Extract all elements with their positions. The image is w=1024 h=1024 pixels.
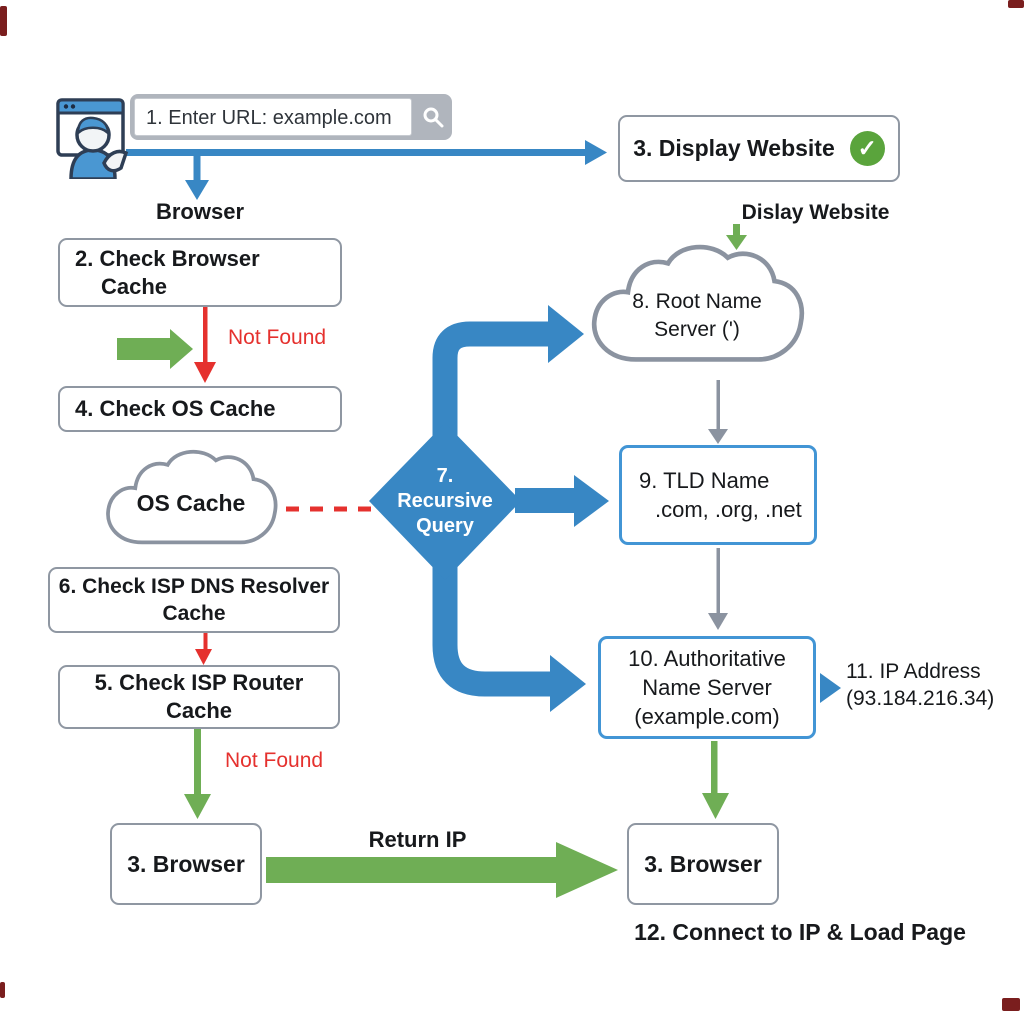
root-cloud-line1: 8. Root Name bbox=[632, 290, 762, 313]
diamond-line3: Query bbox=[416, 515, 474, 537]
tld-line2: .com, .org, .net bbox=[655, 497, 802, 522]
check-isp-router-line2: Cache bbox=[165, 698, 233, 723]
check-isp-dns-box: 6. Check ISP DNS Resolver Cache bbox=[48, 567, 340, 633]
arrow-authoritative-to-browser bbox=[702, 741, 729, 819]
corner-artifact bbox=[1002, 998, 1020, 1011]
authoritative-line1: 10. Authoritative bbox=[628, 646, 786, 671]
check-isp-router-line1: 5. Check ISP Router bbox=[94, 670, 304, 695]
browser-box-right-label: 3. Browser bbox=[644, 850, 762, 877]
pipe-query-to-authoritative bbox=[432, 566, 586, 712]
check-browser-cache-line2: Cache bbox=[101, 273, 168, 299]
recursive-query-label: 7. Recursive Query bbox=[369, 423, 521, 580]
ip-address-label: 11. IP Address (93.184.216.34) bbox=[846, 658, 994, 712]
check-browser-cache-box: 2. Check Browser Cache bbox=[58, 238, 342, 307]
arrow-isp-dns-to-router bbox=[195, 633, 212, 665]
not-found-label-top: Not Found bbox=[228, 326, 327, 349]
arrow-root-to-tld bbox=[708, 380, 728, 444]
check-isp-router-box: 5. Check ISP Router Cache bbox=[58, 665, 340, 729]
check-isp-dns-line2: Cache bbox=[162, 602, 226, 625]
pipe-query-to-root bbox=[432, 305, 584, 436]
diamond-line1: 7. bbox=[436, 465, 454, 487]
arrow-browser-cache-not-found bbox=[194, 307, 216, 383]
browser-label: Browser bbox=[155, 199, 245, 224]
url-input: 1. Enter URL: example.com bbox=[134, 98, 412, 136]
corner-artifact bbox=[1008, 0, 1024, 8]
check-isp-dns-line1: 6. Check ISP DNS Resolver bbox=[58, 575, 330, 598]
browser-box-left: 3. Browser bbox=[110, 823, 262, 905]
search-button bbox=[414, 94, 452, 140]
dislay-website-label: Dislay Website bbox=[741, 201, 890, 224]
tld-name-box: 9. TLD Name .com, .org, .net bbox=[619, 445, 817, 545]
not-found-label-bottom: Not Found bbox=[225, 749, 324, 772]
authoritative-line2: Name Server bbox=[642, 675, 772, 700]
return-ip-label: Return IP bbox=[368, 827, 467, 852]
connect-label: 12. Connect to IP & Load Page bbox=[634, 919, 966, 945]
pipe-query-to-tld bbox=[515, 475, 609, 527]
arrow-user-to-display bbox=[126, 140, 607, 165]
corner-artifact bbox=[0, 982, 5, 998]
check-circle-icon: ✓ bbox=[849, 131, 885, 166]
user-browser-icon bbox=[56, 98, 129, 179]
arrow-user-to-browser bbox=[185, 152, 209, 200]
os-cache-cloud bbox=[106, 449, 278, 545]
authoritative-line3: (example.com) bbox=[634, 704, 780, 729]
ip-address-line2: (93.184.216.34) bbox=[846, 687, 995, 710]
arrow-router-not-found bbox=[184, 729, 211, 819]
corner-artifact bbox=[0, 6, 7, 36]
root-cloud-line2: Server (') bbox=[654, 318, 740, 341]
browser-box-right: 3. Browser bbox=[627, 823, 779, 905]
url-search-bar: 1. Enter URL: example.com bbox=[130, 94, 452, 140]
root-name-server-label: 8. Root Name Server (') bbox=[583, 288, 811, 344]
root-name-server-cloud bbox=[591, 244, 804, 362]
browser-box-left-label: 3. Browser bbox=[127, 850, 245, 877]
diamond-line2: Recursive bbox=[397, 490, 493, 512]
check-os-cache-box: 4. Check OS Cache bbox=[58, 386, 342, 432]
arrow-to-ip-address bbox=[820, 673, 841, 703]
ip-address-line1: 11. IP Address bbox=[846, 660, 981, 683]
tld-line1: 9. TLD Name bbox=[639, 468, 770, 493]
check-browser-cache-line1: 2. Check Browser bbox=[75, 245, 260, 271]
authoritative-box: 10. Authoritative Name Server (example.c… bbox=[598, 636, 816, 739]
arrow-green-right bbox=[117, 329, 193, 369]
check-os-cache-label: 4. Check OS Cache bbox=[75, 396, 276, 421]
display-website-label: 3. Display Website bbox=[633, 135, 835, 161]
search-icon bbox=[423, 107, 444, 128]
os-cache-label: OS Cache bbox=[136, 490, 246, 516]
display-website-box: 3. Display Website ✓ bbox=[618, 115, 900, 182]
arrow-tld-to-authoritative bbox=[708, 548, 728, 630]
